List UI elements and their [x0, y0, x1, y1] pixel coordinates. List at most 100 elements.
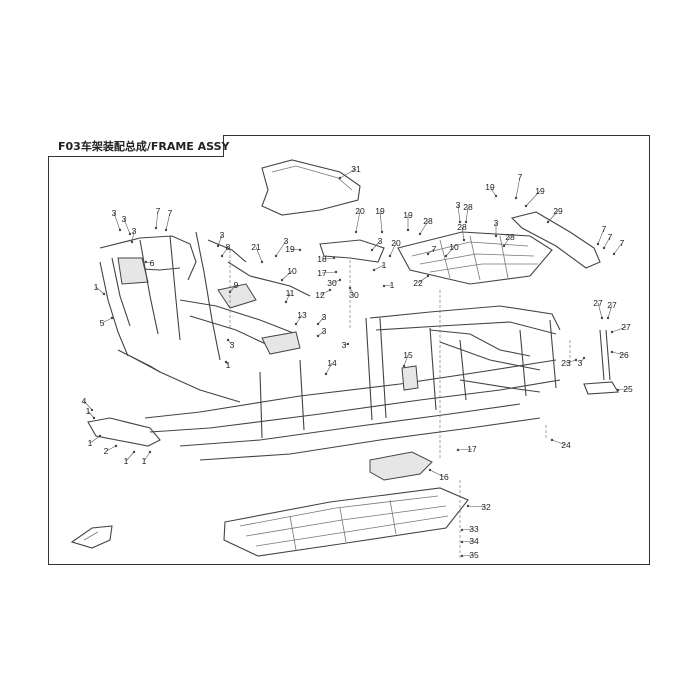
callout-3: 3	[284, 236, 289, 246]
skid-plate	[223, 487, 469, 557]
callout-leader-13	[295, 314, 303, 325]
callout-leader-16	[429, 469, 445, 478]
fastener-point	[224, 360, 228, 364]
callout-19: 19	[535, 186, 545, 196]
callout-19: 19	[285, 244, 295, 254]
fastener-point	[612, 252, 616, 256]
diagram-title: F03车架装配总成/FRAME ASSY	[58, 140, 230, 153]
callout-3: 3	[322, 326, 327, 336]
fastener-point	[610, 330, 614, 334]
fastener-point	[216, 244, 220, 248]
callout-15: 15	[403, 350, 413, 360]
callout-28: 28	[457, 222, 467, 232]
callout-leader-10	[281, 270, 293, 281]
callout-3: 3	[342, 340, 347, 350]
callout-27: 27	[593, 298, 603, 308]
fastener-point	[388, 254, 392, 258]
callout-35: 35	[469, 550, 479, 560]
callout-8: 8	[226, 242, 231, 252]
callout-23: 23	[561, 358, 571, 368]
fastener-point	[550, 438, 554, 442]
callout-1: 1	[94, 282, 99, 292]
fastener-point	[354, 230, 358, 234]
callout-3: 3	[230, 340, 235, 350]
callout-1: 1	[226, 360, 231, 370]
fastener-point	[602, 246, 606, 250]
callout-22: 22	[413, 278, 423, 288]
fastener-point	[92, 416, 96, 420]
fastener-point	[324, 372, 328, 376]
callout-leader-4	[83, 400, 93, 411]
fastener-point	[460, 540, 464, 544]
callout-leader-3	[131, 230, 135, 243]
rear-rod	[599, 329, 611, 381]
callout-leader-15	[403, 354, 409, 367]
callout-4: 4	[82, 396, 87, 406]
callout-leader-3	[123, 218, 131, 235]
callout-leader-17	[321, 271, 337, 274]
fastener-point	[298, 248, 302, 252]
fastener-point	[338, 176, 342, 180]
callout-29: 29	[553, 206, 563, 216]
callout-leader-19	[489, 186, 497, 197]
main-frame-rails	[144, 317, 561, 461]
callout-9: 9	[234, 280, 239, 290]
callout-leader-17	[457, 448, 473, 451]
fastener-point	[616, 388, 620, 392]
fastener-point	[346, 342, 350, 346]
callout-1: 1	[142, 456, 147, 466]
fastener-point	[494, 234, 498, 238]
callout-7: 7	[602, 224, 607, 234]
callout-leader-31	[339, 168, 357, 179]
callout-leader-19	[525, 190, 541, 207]
fastener-point	[600, 316, 604, 320]
callout-leader-27	[611, 326, 627, 333]
callout-32: 32	[481, 502, 491, 512]
callout-34: 34	[469, 536, 479, 546]
callout-20: 20	[391, 238, 401, 248]
callout-3: 3	[322, 312, 327, 322]
callout-leader-33	[461, 528, 475, 531]
callout-leader-20	[355, 210, 361, 233]
callout-27: 27	[621, 322, 631, 332]
callout-leader-7	[515, 176, 521, 199]
callout-leader-11	[285, 292, 291, 303]
fastener-point	[494, 194, 498, 198]
fastener-point	[524, 204, 528, 208]
fastener-point	[110, 316, 114, 320]
fastener-point	[502, 244, 506, 248]
fastener-point	[98, 434, 102, 438]
rear-carrier-rack	[397, 231, 553, 285]
fastener-point	[402, 364, 406, 368]
fastener-point	[154, 226, 158, 230]
fastener-point	[428, 468, 432, 472]
front-frame-section	[99, 231, 311, 403]
fastener-point	[582, 356, 586, 360]
front-direction-arrow-icon	[70, 525, 113, 549]
callout-26: 26	[619, 350, 629, 360]
callout-11: 11	[286, 288, 295, 298]
callout-16: 16	[439, 472, 449, 482]
fastener-point	[114, 444, 118, 448]
footrest-plate	[369, 451, 433, 481]
fastener-point	[426, 252, 430, 256]
fastener-point	[274, 254, 278, 258]
callout-28: 28	[423, 216, 433, 226]
callout-3: 3	[122, 214, 127, 224]
callout-20: 20	[355, 206, 365, 216]
fastener-point	[90, 408, 94, 412]
fastener-point	[382, 284, 386, 288]
callout-7: 7	[432, 244, 437, 254]
callout-5: 5	[100, 318, 105, 328]
callout-leader-1	[373, 264, 385, 271]
callout-leader-3	[371, 240, 381, 251]
callout-10: 10	[287, 266, 297, 276]
callout-17: 17	[467, 444, 477, 454]
callout-19: 19	[485, 182, 495, 192]
callout-leader-1	[125, 451, 135, 462]
callout-30: 30	[327, 278, 337, 288]
fastener-point	[348, 286, 352, 290]
rear-bracket	[510, 211, 601, 269]
callout-leader-24	[551, 439, 567, 446]
